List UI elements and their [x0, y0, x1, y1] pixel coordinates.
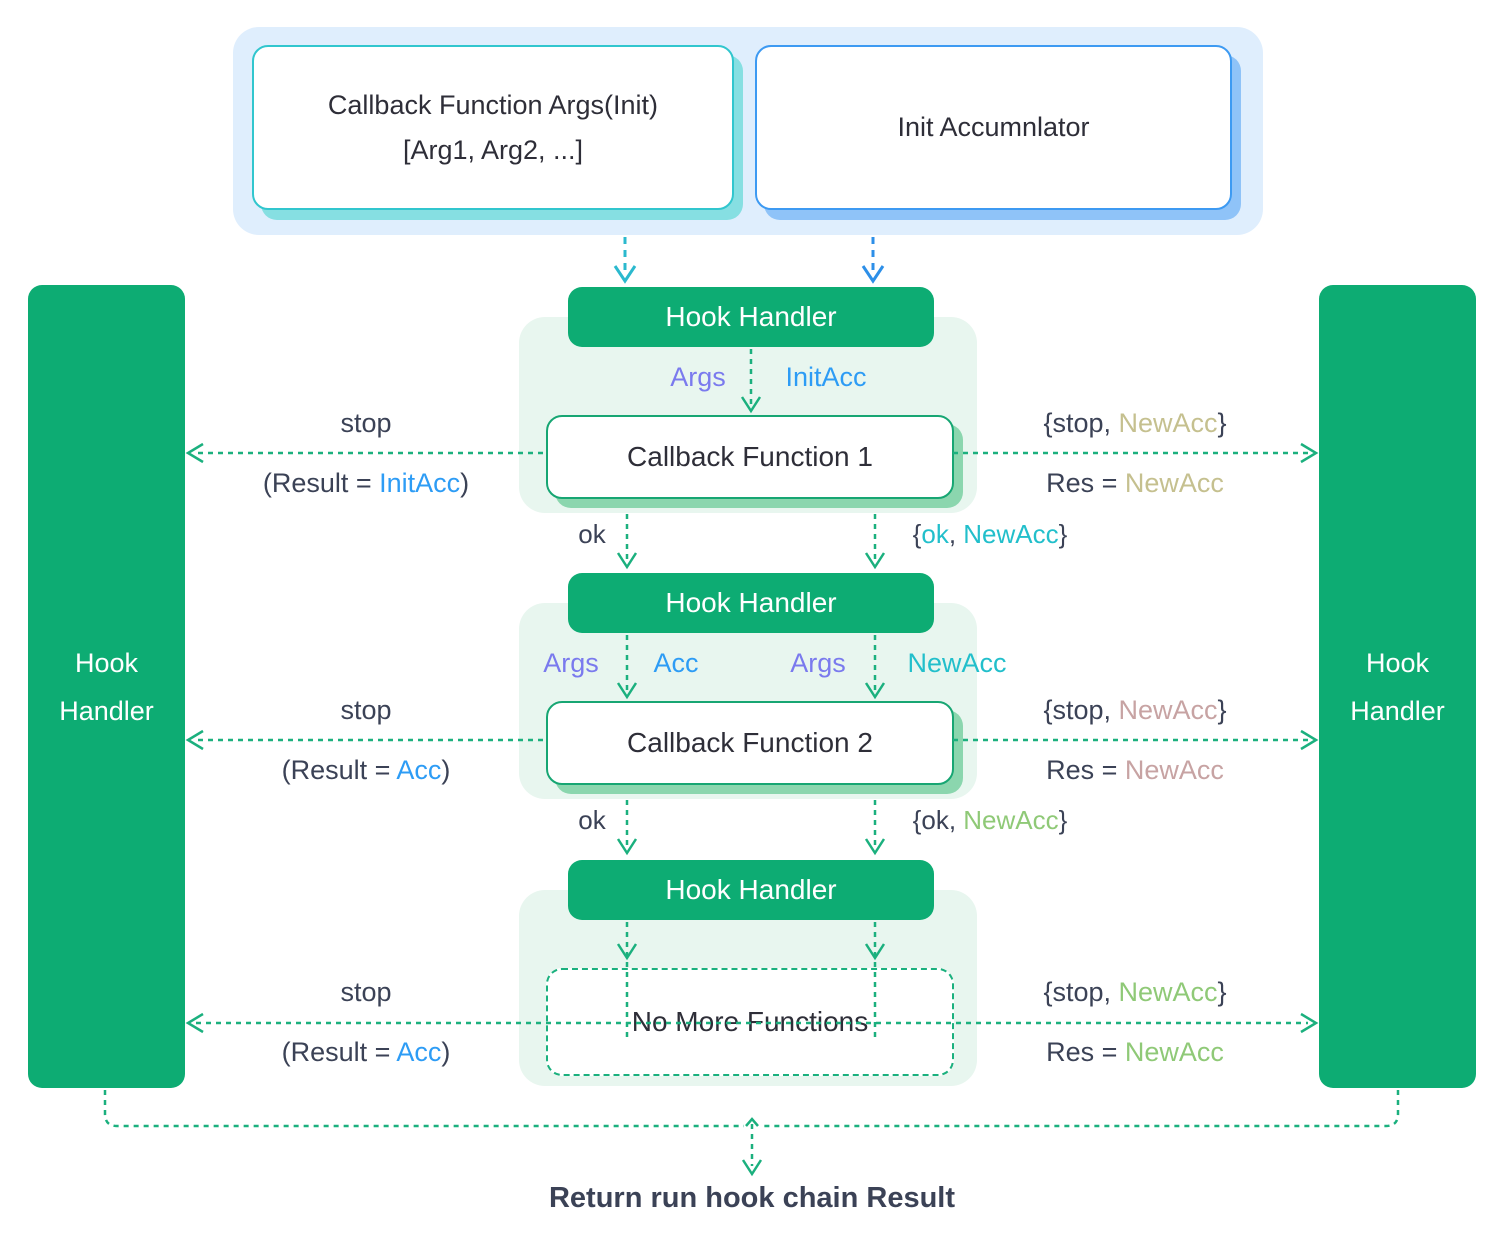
callback-function-1-box: Callback Function 1: [546, 415, 954, 499]
row2-result-label: (Result = Acc): [281, 755, 451, 785]
right-bar-line2: Handler: [1350, 695, 1445, 726]
row1-newacc-arrow: [953, 442, 1319, 464]
row1-initacc-label: InitAcc: [785, 362, 867, 392]
args-feed-arrow: [613, 237, 637, 284]
transition2-tuple-arrow: [864, 800, 886, 856]
transition2-ok-arrow: [616, 800, 638, 856]
row3-stop-tuple-label: {stop, NewAcc}: [1043, 977, 1227, 1007]
transition2-ok-label: ok: [578, 805, 606, 835]
transition1-tuple-label: {ok, NewAcc}: [912, 519, 1068, 549]
row2-newacc-arrow: [953, 729, 1319, 751]
init-accumulator-label: Init Accumnlator: [897, 112, 1090, 142]
row3-res-label: Res = NewAcc: [1046, 1037, 1224, 1067]
no-more-functions-label: No More Functions: [631, 1006, 869, 1037]
no-more-functions-box: No More Functions: [546, 968, 954, 1076]
hook-handler-3-label: Hook Handler: [665, 874, 837, 905]
row1-result-label: (Result = InitAcc): [262, 468, 470, 498]
row2-acc-label: Acc: [653, 648, 699, 678]
callback-function-2-label: Callback Function 2: [627, 727, 873, 758]
row2-args2-label: Args: [790, 648, 846, 678]
hook-handler-pill-3: Hook Handler: [568, 860, 934, 920]
transition1-ok-arrow: [616, 514, 638, 570]
callback-args-line1: Callback Function Args(Init): [327, 89, 659, 120]
hook-handler-1-label: Hook Handler: [665, 301, 837, 332]
transition2-tuple-label: {ok, NewAcc}: [912, 805, 1068, 835]
row2-res-label: Res = NewAcc: [1046, 755, 1224, 785]
row1-stop-arrow: [185, 442, 543, 464]
hook-handler-2-label: Hook Handler: [665, 587, 837, 618]
callback-function-1-label: Callback Function 1: [627, 441, 873, 472]
init-accumulator-box: Init Accumnlator: [755, 45, 1232, 210]
footer-title: Return run hook chain Result: [548, 1182, 956, 1214]
init-inputs-group: Callback Function Args(Init) [Arg1, Arg2…: [233, 27, 1263, 235]
row2-newacc-label: NewAcc: [907, 648, 1007, 678]
left-bar-line2: Handler: [59, 695, 154, 726]
left-hook-handler-bar: Hook Handler: [28, 285, 185, 1088]
row2-stop-label: stop: [340, 695, 392, 725]
left-bar-line1: Hook: [74, 647, 139, 678]
right-hook-handler-bar: Hook Handler: [1319, 285, 1476, 1088]
row3-stop-label: stop: [340, 977, 392, 1007]
callback-args-box: Callback Function Args(Init) [Arg1, Arg2…: [252, 45, 734, 210]
hook-handler-pill-2: Hook Handler: [568, 573, 934, 633]
hook-handler-pill-1: Hook Handler: [568, 287, 934, 347]
callback-args-line2: [Arg1, Arg2, ...]: [402, 134, 584, 165]
row1-res-label: Res = NewAcc: [1046, 468, 1224, 498]
row2-stop-tuple-label: {stop, NewAcc}: [1043, 695, 1227, 725]
transition1-tuple-arrow: [864, 514, 886, 570]
row1-stop-tuple-label: {stop, NewAcc}: [1043, 408, 1227, 438]
transition1-ok-label: ok: [578, 519, 606, 549]
row3-result-label: (Result = Acc): [281, 1037, 451, 1067]
right-bar-line1: Hook: [1365, 647, 1430, 678]
row2-args1-label: Args: [543, 648, 599, 678]
callback-function-2-box: Callback Function 2: [546, 701, 954, 785]
row1-stop-label: stop: [340, 408, 392, 438]
row2-stop-arrow: [185, 729, 543, 751]
row1-args-label: Args: [670, 362, 726, 392]
initacc-feed-arrow: [861, 237, 885, 284]
result-gather-bracket: [103, 1090, 1400, 1177]
